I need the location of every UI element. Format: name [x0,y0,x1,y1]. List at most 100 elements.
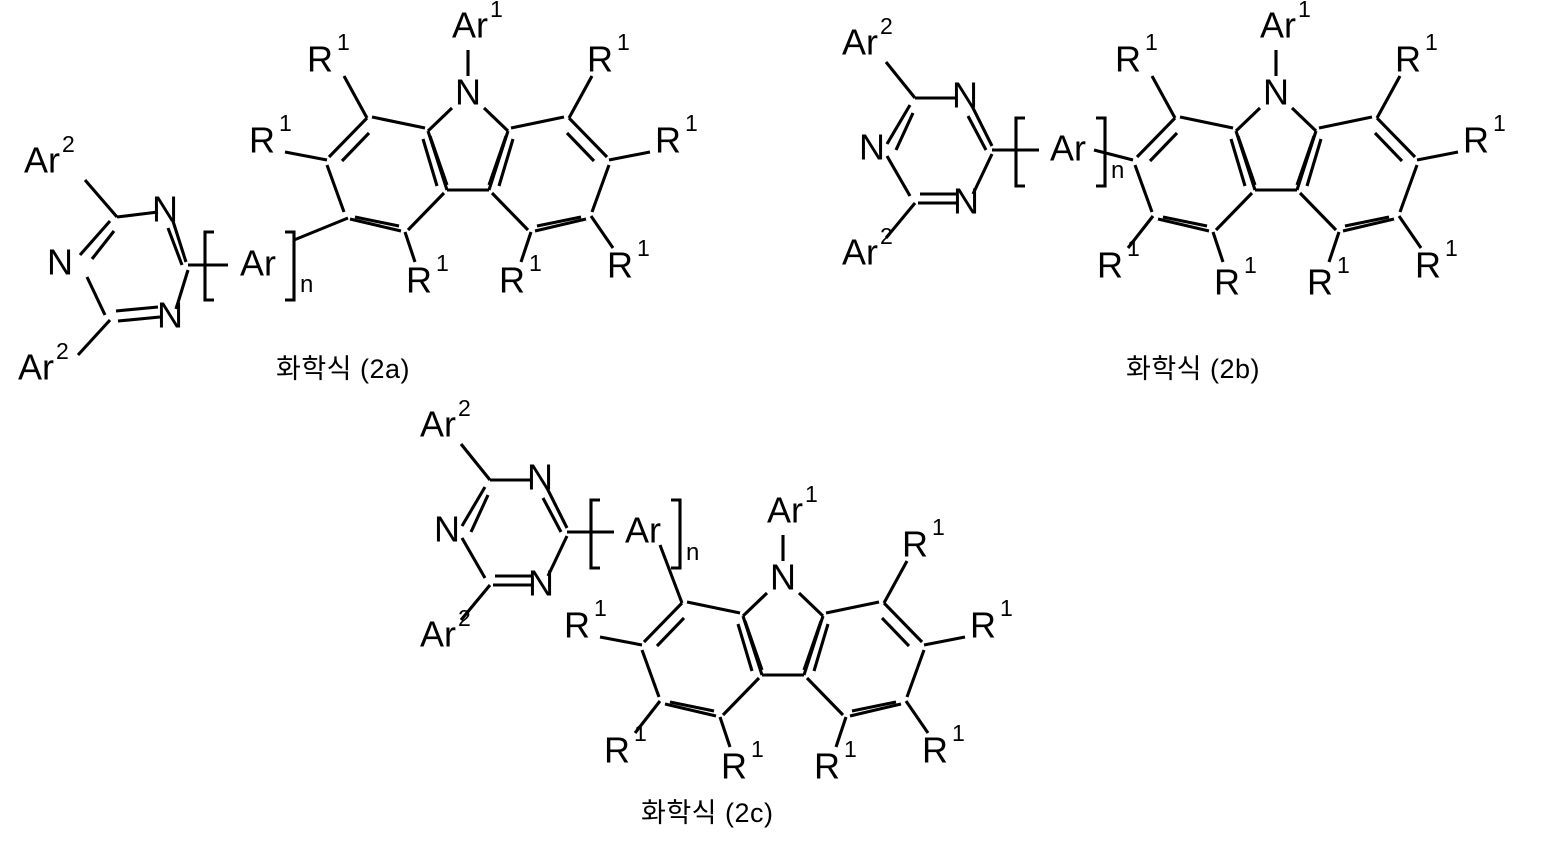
r1-label: R 1 [922,720,965,771]
svg-text:R: R [970,605,996,646]
ar2-label-upper: Ar 2 [842,13,893,63]
svg-text:1: 1 [436,250,449,276]
bond-r1 [633,700,662,734]
bond-r1 [1375,75,1402,119]
svg-text:1: 1 [634,720,647,746]
svg-text:1: 1 [805,481,818,507]
ar-linker-label: Ar [625,510,661,551]
bond-ar2-upper [459,443,492,481]
ar1-label-2b: Ar 1 [1260,0,1311,46]
r1-label: R 1 [1395,29,1438,80]
formula-2c-structure: N N N Ar 2 Ar 2 Ar n [420,395,1013,787]
svg-text:1: 1 [337,29,350,55]
bond-r1 [882,560,909,604]
nitrogen-atom-label: N [528,563,554,604]
r1-label: R 1 [249,110,292,161]
linker-bracket-group: Ar n [1014,116,1124,188]
bond-r1 [1327,231,1341,263]
svg-text:1: 1 [1145,29,1158,55]
bracket-open [589,498,600,570]
svg-text:2: 2 [62,131,75,157]
r1-label: R 1 [307,29,350,80]
bracket-open [1014,116,1025,188]
svg-text:2: 2 [458,605,471,631]
bond-ar2-lower [884,202,917,239]
svg-text:Ar: Ar [420,614,456,655]
nitrogen-atom-label: N [157,295,183,336]
bond-r1 [599,635,643,647]
ar-linker-label: Ar [240,243,276,284]
svg-text:1: 1 [952,720,965,746]
bond-linker-to-carbazole [293,216,349,242]
svg-text:Ar: Ar [24,140,60,181]
carbazole-pyrrole-ring-2a [426,106,510,192]
carbazole-pyrrole-ring-2b [1234,106,1318,192]
svg-text:R: R [1115,39,1141,80]
r1-label: R 1 [406,250,449,301]
svg-text:1: 1 [594,595,607,621]
r1-label: R 1 [607,235,650,286]
ar2-label-lower: Ar 2 [18,338,69,388]
r1-label: R 1 [587,29,630,80]
svg-text:1: 1 [751,736,764,762]
bond-ar2-upper [884,61,917,99]
svg-text:R: R [1097,245,1123,286]
ar2-label-upper: Ar 2 [24,131,75,181]
nitrogen-atom-label: N [952,75,978,116]
carbazole-right-ring-2c [802,600,926,718]
svg-text:2: 2 [458,395,471,421]
svg-text:1: 1 [637,235,650,261]
triazine-ring-2a [78,210,190,323]
bond-r1 [1126,215,1155,249]
r1-label: R 1 [655,110,698,161]
svg-text:R: R [814,746,840,787]
bond-r1 [1416,150,1459,162]
nitrogen-atom-label: N [1263,72,1289,113]
nitrogen-atom-label: N [152,189,178,230]
bond-r1 [403,231,417,263]
bond-r1 [1150,75,1177,119]
ar-linker-label: Ar [1050,128,1086,169]
bond-linker-to-carbazole [658,544,684,604]
r1-label: R 1 [1415,235,1458,286]
bond-r1 [1397,215,1423,249]
svg-text:R: R [721,746,747,787]
nitrogen-atom-label: N [47,242,73,283]
bond-linker-to-carbazole [1093,148,1134,162]
bond-r1 [589,215,615,249]
r1-label: R 1 [499,250,542,301]
svg-text:1: 1 [279,110,292,136]
bond-r1 [519,231,533,263]
r1-label: R 1 [814,736,857,787]
svg-text:R: R [406,260,432,301]
r1-label: R 1 [721,736,764,787]
r1-label: R 1 [1214,252,1257,303]
svg-text:1: 1 [1244,252,1257,278]
bond-ar2-upper [83,178,119,219]
bracket-close [671,498,682,570]
r1-label: R 1 [1463,110,1506,161]
svg-text:1: 1 [1445,235,1458,261]
nitrogen-atom-label: N [953,181,979,222]
svg-text:R: R [249,120,275,161]
linker-subscript-n: n [686,539,699,566]
svg-text:1: 1 [1298,0,1311,22]
svg-text:1: 1 [490,0,503,22]
svg-text:R: R [564,605,590,646]
formula-2b-structure: N N N Ar 2 Ar 2 Ar n [842,0,1506,303]
formula-2a: N N N Ar 2 Ar 2 Ar n [0,0,698,400]
svg-text:1: 1 [1127,235,1140,261]
svg-text:R: R [604,730,630,771]
r1-label: R 1 [1307,252,1350,303]
triazine-ring-2b [885,96,994,205]
svg-text:Ar: Ar [452,5,488,46]
caption-2a: 화학식 (2a) [276,354,411,384]
svg-text:Ar: Ar [1260,5,1296,46]
r1-label: R 1 [970,595,1013,646]
carbazole-pyrrole-ring-2c [741,591,825,677]
svg-text:2: 2 [880,13,893,39]
bracket-close [285,230,296,302]
svg-text:R: R [1415,245,1441,286]
linker-subscript-n: n [1111,157,1124,184]
